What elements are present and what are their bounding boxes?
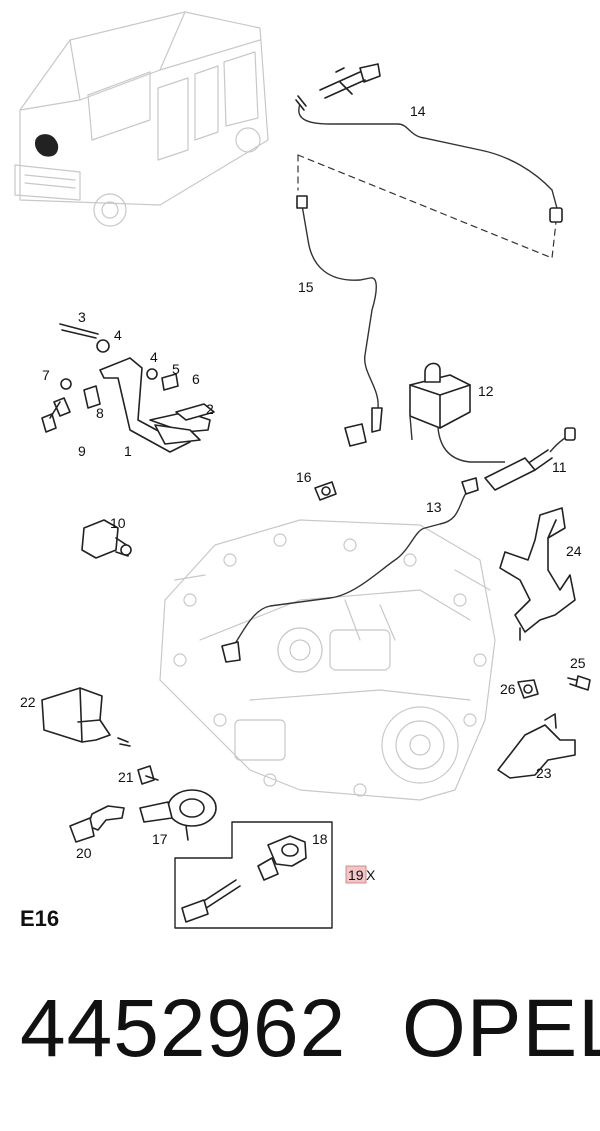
part-16-clip xyxy=(314,481,337,501)
part-25-bolt xyxy=(567,675,591,691)
pedal-assembly xyxy=(41,323,215,453)
brand-name: OPEL xyxy=(402,983,600,1074)
callout-1: 1 xyxy=(124,443,132,459)
part-number: 4452962 xyxy=(20,983,347,1074)
callout-11: 11 xyxy=(552,459,567,475)
callout-18: 18 xyxy=(312,831,328,847)
callout-22: 22 xyxy=(20,694,36,710)
callout-26: 26 xyxy=(500,681,516,697)
callout-6: 6 xyxy=(192,371,200,387)
section-code: E16 xyxy=(20,906,60,931)
callout-13: 13 xyxy=(426,499,442,515)
part-23-bracket xyxy=(497,713,576,779)
callout-labels: 14 15 3 4 4 5 6 7 8 2 9 1 12 11 16 13 10… xyxy=(20,103,586,883)
callout-10: 10 xyxy=(110,515,126,531)
callout-9: 9 xyxy=(78,443,86,459)
part-21-bolt xyxy=(137,765,159,785)
part-15-pipe xyxy=(296,195,383,447)
callout-2: 2 xyxy=(206,401,214,417)
callout-17: 17 xyxy=(152,831,168,847)
exploded-parts-diagram: 14 15 3 4 4 5 6 7 8 2 9 1 12 11 16 13 10… xyxy=(14,11,591,929)
callout-24: 24 xyxy=(566,543,582,559)
part-13-pipe xyxy=(221,477,479,663)
part-20-fitting xyxy=(69,805,125,843)
gearbox-illustration xyxy=(159,519,496,801)
callout-19-x: X xyxy=(366,867,376,883)
callout-4: 4 xyxy=(150,349,158,365)
part-24-bracket xyxy=(499,507,576,641)
part-10-switch xyxy=(81,519,132,559)
callout-3: 3 xyxy=(78,309,86,325)
part-11-master-cylinder xyxy=(484,427,576,491)
part-14-pipe xyxy=(295,63,563,223)
callout-19: 19 xyxy=(348,867,364,883)
callout-4: 4 xyxy=(114,327,122,343)
callout-12: 12 xyxy=(478,383,494,399)
callout-16: 16 xyxy=(296,469,312,485)
callout-7: 7 xyxy=(42,367,50,383)
van-illustration xyxy=(14,11,269,227)
highlight-19 xyxy=(345,865,367,884)
callout-20: 20 xyxy=(76,845,92,861)
callout-5: 5 xyxy=(172,361,180,377)
callout-21: 21 xyxy=(118,769,134,785)
detail-box xyxy=(174,821,367,929)
callout-23: 23 xyxy=(536,765,552,781)
part-26-clip xyxy=(517,679,539,699)
callout-8: 8 xyxy=(96,405,104,421)
callout-15: 15 xyxy=(298,279,314,295)
callout-14: 14 xyxy=(410,103,426,119)
part-22-shield xyxy=(41,687,131,747)
part-12-reservoir xyxy=(409,362,505,463)
callout-25: 25 xyxy=(570,655,586,671)
part-17-slave-cylinder xyxy=(139,789,217,841)
